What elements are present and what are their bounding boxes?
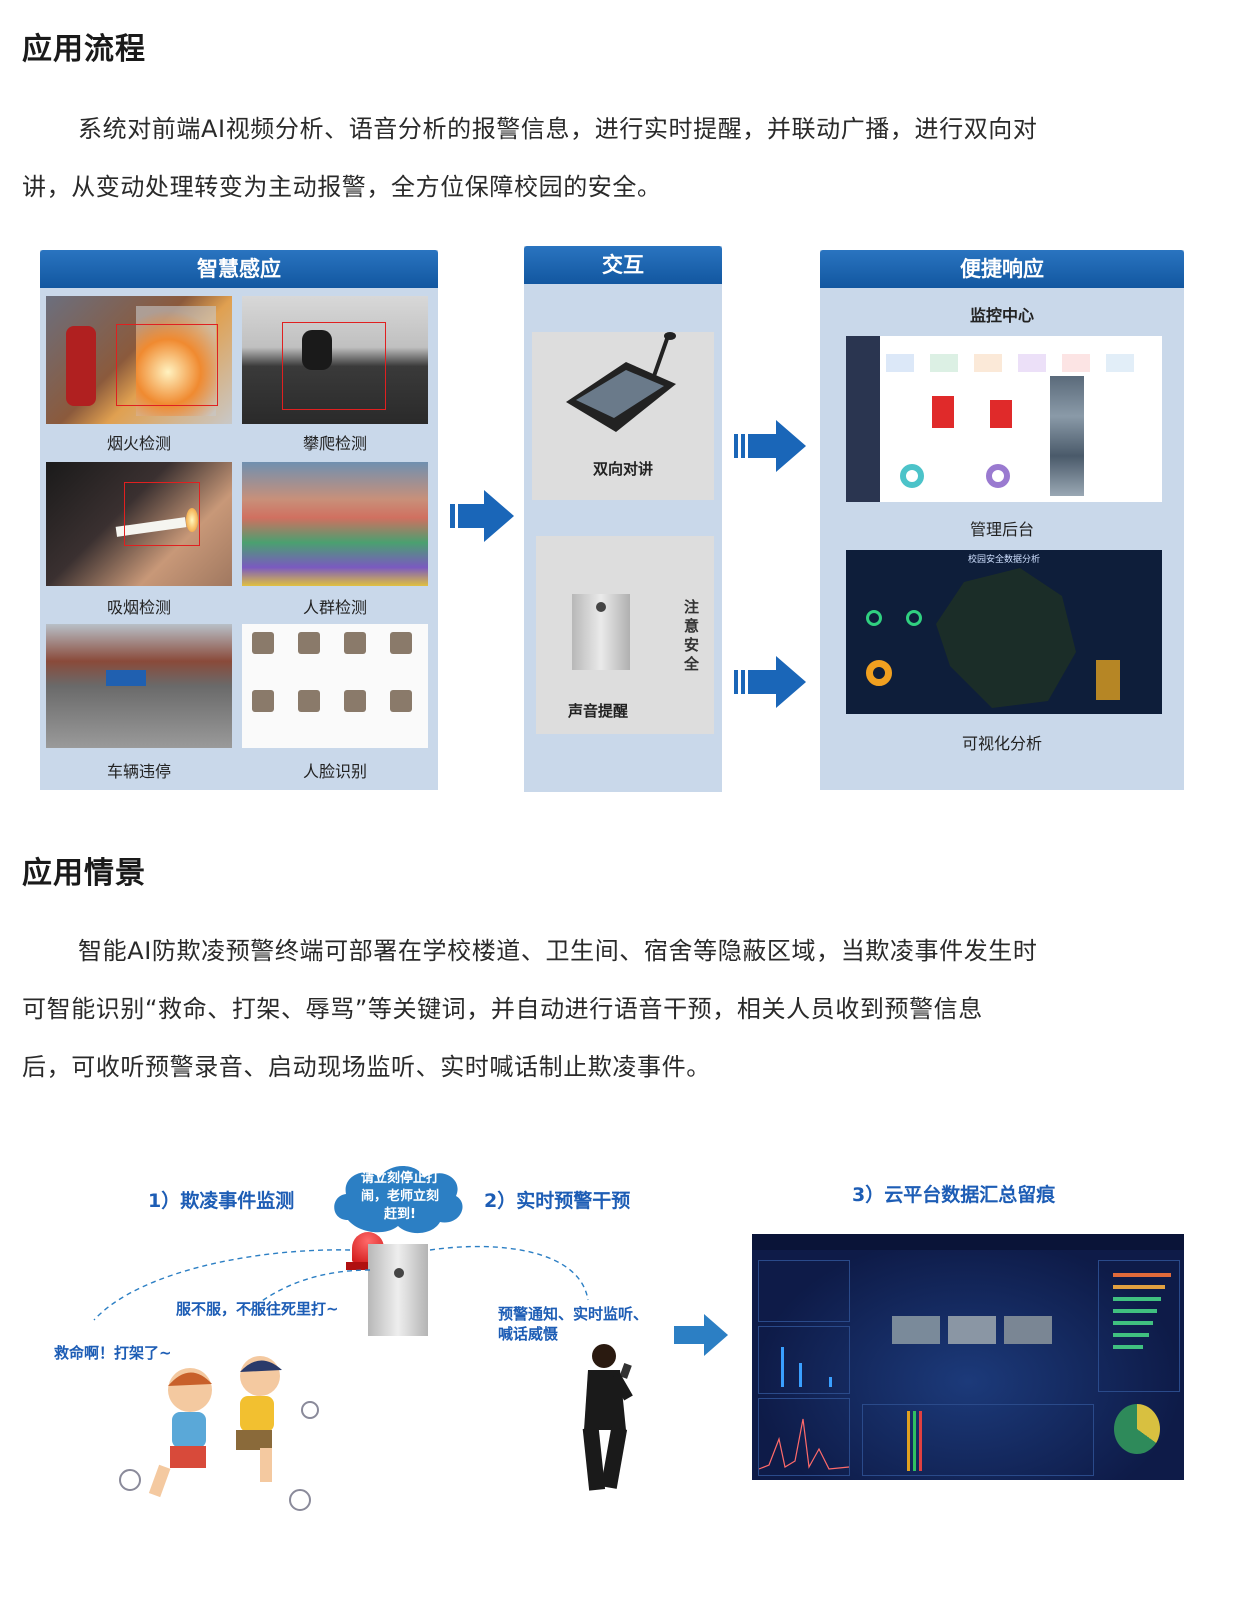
fire-detection-image (46, 296, 232, 424)
detection-box (282, 322, 386, 410)
quote-fight: 服不服，不服往死里打~ (176, 1300, 339, 1318)
vehicle-parking-image (46, 624, 232, 748)
panel-smart-sensing: 智慧感应 烟火检测 攀爬检测 吸烟检测 人群检测 车辆违停 人脸识别 (40, 250, 438, 790)
arrow-right-icon (450, 490, 514, 542)
detection-box (116, 324, 218, 406)
panel-title: 交互 (524, 246, 722, 284)
speech-cloud-icon (334, 1166, 463, 1234)
anti-bullying-terminal (368, 1244, 428, 1336)
speech-line: 赶到! (384, 1207, 416, 1222)
speech-line: 请立刻停止打 (360, 1171, 439, 1186)
caption-vehicle: 车辆违停 (106, 762, 171, 781)
para-line: 智能AI防欺凌预警终端可部署在学校楼道、卫生间、宿舍等隐蔽区域，当欺凌事件发生时 (78, 937, 1038, 965)
caption-climb: 攀爬检测 (302, 434, 367, 453)
smoking-detection-image (46, 462, 232, 586)
para-line: 可智能识别“救命、打架、辱骂”等关键词，并自动进行语音干预，相关人员收到预警信息 (22, 995, 983, 1023)
crowd-detection-image (242, 462, 428, 586)
quote-help: 救命啊！打架了~ (54, 1344, 172, 1362)
teacher-with-phone-illustration (582, 1344, 633, 1491)
scenario-description: 智能AI防欺凌预警终端可部署在学校楼道、卫生间、宿舍等隐蔽区域，当欺凌事件发生时… (22, 922, 1222, 1096)
section-title-process: 应用流程 (22, 32, 146, 67)
sound-alert-box: 注意安全 声音提醒 (536, 536, 714, 734)
step-1-label: 1）欺凌事件监测 (148, 1190, 295, 1212)
intercom-box: 双向对讲 (532, 332, 714, 500)
process-description: 系统对前端AI视频分析、语音分析的报警信息，进行实时提醒，并联动广播，进行双向对… (22, 100, 1222, 216)
panel-title: 便捷响应 (820, 250, 1184, 288)
sound-alert-label: 声音提醒 (568, 702, 629, 720)
caption-face: 人脸识别 (302, 762, 367, 781)
visual-analysis-screenshot: 校园安全数据分析 (846, 550, 1162, 714)
signal-dashed-lines (93, 1245, 589, 1321)
para-line: 讲，从变动处理转变为主动报警，全方位保障校园的安全。 (22, 173, 662, 201)
climbing-detection-image (242, 296, 428, 424)
speech-line: 闹，老师立刻 (360, 1189, 439, 1204)
panel-title: 智慧感应 (40, 250, 438, 288)
arrow-right-icon (734, 656, 806, 708)
step-2-label: 2）实时预警干预 (484, 1190, 631, 1212)
notify-text: 预警通知、实时监听、 喊话威慑 (498, 1304, 648, 1344)
arrow-right-icon (734, 420, 806, 472)
notify-line: 喊话威慑 (498, 1325, 559, 1343)
fighting-kids-illustration (119, 1356, 319, 1511)
panel-interaction: 交互 双向对讲 注意安全 声音提醒 (524, 246, 722, 792)
step-3-label: 3）云平台数据汇总留痕 (852, 1184, 1056, 1206)
para-line: 系统对前端AI视频分析、语音分析的报警信息，进行实时提醒，并联动广播，进行双向对 (78, 115, 1038, 143)
notify-line: 预警通知、实时监听、 (498, 1305, 649, 1323)
alarm-device-icon (572, 594, 630, 670)
face-recognition-image (242, 624, 428, 748)
admin-backend-screenshot (846, 336, 1162, 502)
intercom-label: 双向对讲 (592, 460, 653, 478)
caption-fire: 烟火检测 (106, 434, 171, 453)
caption-smoking: 吸烟检测 (106, 598, 171, 617)
caption-crowd: 人群检测 (302, 598, 367, 617)
visual-analysis-label: 可视化分析 (961, 734, 1042, 753)
para-line: 后，可收听预警录音、启动现场监听、实时喊话制止欺凌事件。 (22, 1053, 711, 1081)
monitor-center-label: 监控中心 (969, 306, 1034, 325)
cloud-platform-dashboard (752, 1234, 1184, 1480)
intercom-device-icon (566, 332, 676, 432)
intervention-speech: 请立刻停止打 闹，老师立刻 赶到! (348, 1170, 452, 1224)
section-title-scenario: 应用情景 (22, 856, 146, 891)
device-warning-text: 注意安全 (684, 598, 700, 673)
detection-box (124, 482, 200, 546)
admin-label: 管理后台 (969, 520, 1034, 539)
panel-quick-response: 便捷响应 监控中心 管理后台 校园安全数据分析 可视化分析 (820, 250, 1184, 790)
visual-screen-title: 校园安全数据分析 (967, 555, 1040, 565)
arrow-right-icon (674, 1314, 728, 1356)
